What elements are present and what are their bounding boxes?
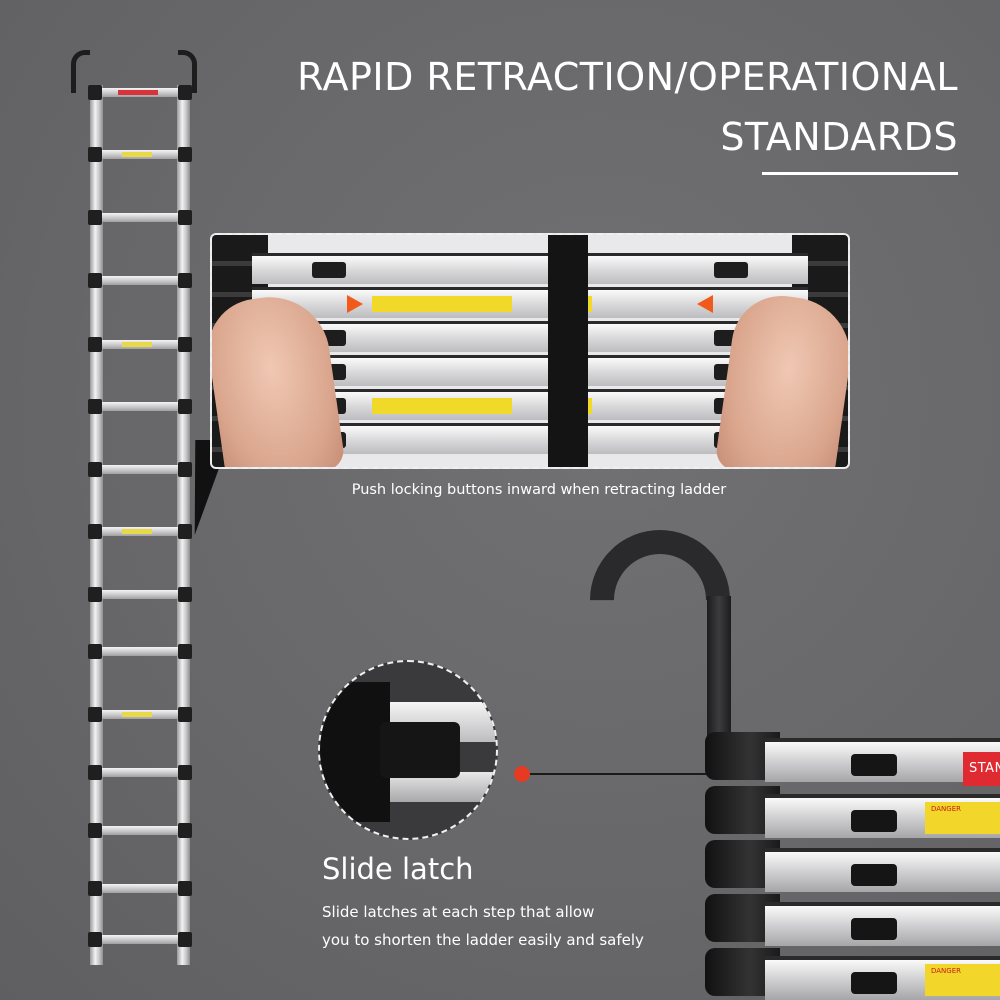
ladder-rung (88, 147, 192, 162)
ladder-rung (88, 881, 192, 896)
ladder-rung (88, 210, 192, 225)
title-underline (762, 172, 958, 175)
ladder-rung (88, 273, 192, 288)
page-title-line1: RAPID RETRACTION/OPERATIONAL (297, 55, 958, 99)
arrow-right-icon (347, 295, 363, 313)
warning-label: DANGER (925, 964, 1000, 996)
retraction-caption: Push locking buttons inward when retract… (351, 482, 727, 498)
brand-label: STANEW (963, 752, 1000, 786)
ladder-rung (88, 524, 192, 539)
slide-latch-icon (380, 722, 460, 778)
ladder-rung (88, 399, 192, 414)
hook-closeup (561, 501, 760, 746)
ladder-rung (88, 337, 192, 352)
ladder-rung (88, 932, 192, 947)
ladder-rung (88, 85, 192, 100)
hook-right-icon (178, 50, 197, 93)
warning-label: DANGER (925, 802, 1000, 834)
retraction-photo (210, 233, 850, 469)
ladder-rung (88, 823, 192, 838)
slide-latch-description: Slide latches at each step that allow yo… (322, 898, 644, 954)
ladder-image (70, 50, 210, 980)
hook-left-icon (71, 50, 90, 93)
ladder-rung (88, 644, 192, 659)
ladder-rung (88, 765, 192, 780)
latch-button (851, 754, 897, 776)
description-line-1: Slide latches at each step that allow (322, 903, 595, 921)
latch-detail-circle (318, 660, 498, 840)
ladder-rung (88, 707, 192, 722)
ladder-top-closeup: STANEW DANGER DANGER (705, 730, 1000, 1000)
callout-dot (514, 766, 530, 782)
callout-line (522, 773, 806, 775)
page-title-line2: STANDARDS (720, 115, 958, 159)
arrow-left-icon (697, 295, 713, 313)
profile-stack (252, 235, 808, 467)
ladder-rung (88, 587, 192, 602)
velcro-strap (548, 235, 588, 467)
ladder-rung (88, 462, 192, 477)
description-line-2: you to shorten the ladder easily and saf… (322, 931, 644, 949)
slide-latch-heading: Slide latch (322, 852, 474, 886)
